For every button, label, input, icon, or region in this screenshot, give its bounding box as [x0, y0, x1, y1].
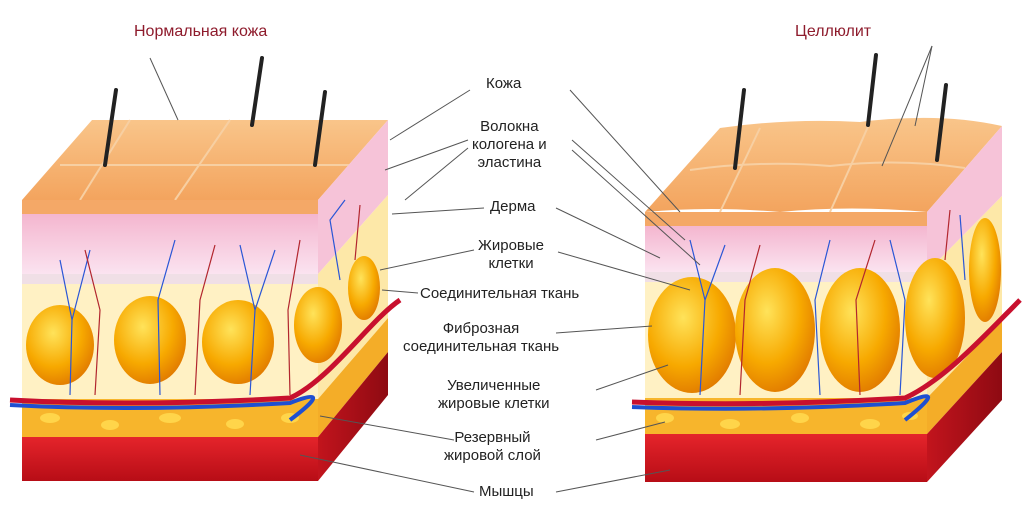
hair — [103, 88, 118, 167]
leader-lines — [149, 45, 933, 493]
cellulite-fat-clusters — [648, 218, 1001, 393]
label-fibers: Волокна кологена и эластина — [472, 118, 547, 171]
cellulite-epidermis-front — [645, 212, 927, 226]
label-fat-cells: Жировые клетки — [478, 237, 545, 272]
hair — [935, 83, 948, 162]
cellulite-muscle-side — [927, 352, 1002, 482]
label-dermis: Дерма — [490, 198, 536, 215]
block-normal-skin — [9, 56, 402, 481]
normal-muscle-front — [22, 437, 318, 481]
hair — [250, 56, 264, 127]
diagram-title-cellulite: Целлюлит — [795, 23, 872, 40]
label-connective-tissue: Соединительная ткань — [420, 285, 580, 302]
hair — [313, 90, 327, 167]
label-fibrous-tissue: Фиброзная соединительная ткань — [403, 320, 560, 355]
diagram-title-normal: Нормальная кожа — [134, 23, 268, 40]
label-muscles: Мышцы — [479, 483, 534, 500]
cellulite-artery — [631, 298, 1022, 407]
normal-artery — [9, 297, 402, 406]
normal-side-dermis — [318, 120, 388, 274]
cellulite-muscle-front — [645, 434, 927, 482]
label-reserve-fat: Резервный жировой слой — [444, 429, 541, 464]
cellulite-dermis — [645, 226, 927, 272]
normal-dermis — [22, 214, 318, 274]
label-skin: Кожа — [486, 75, 522, 92]
normal-epidermis-front — [22, 200, 318, 214]
block-cellulite — [631, 53, 1022, 482]
cellulite-side-dermis — [927, 126, 1002, 272]
hair — [733, 88, 746, 170]
normal-epidermis-top — [22, 120, 388, 200]
normal-vein — [9, 394, 316, 422]
normal-muscle-side — [318, 352, 388, 481]
hair — [866, 53, 878, 127]
normal-fat-clusters — [26, 256, 380, 385]
cellulite-vein — [631, 394, 931, 422]
label-enlarged-fat-cells: Увеличенные жировые клетки — [438, 377, 550, 412]
